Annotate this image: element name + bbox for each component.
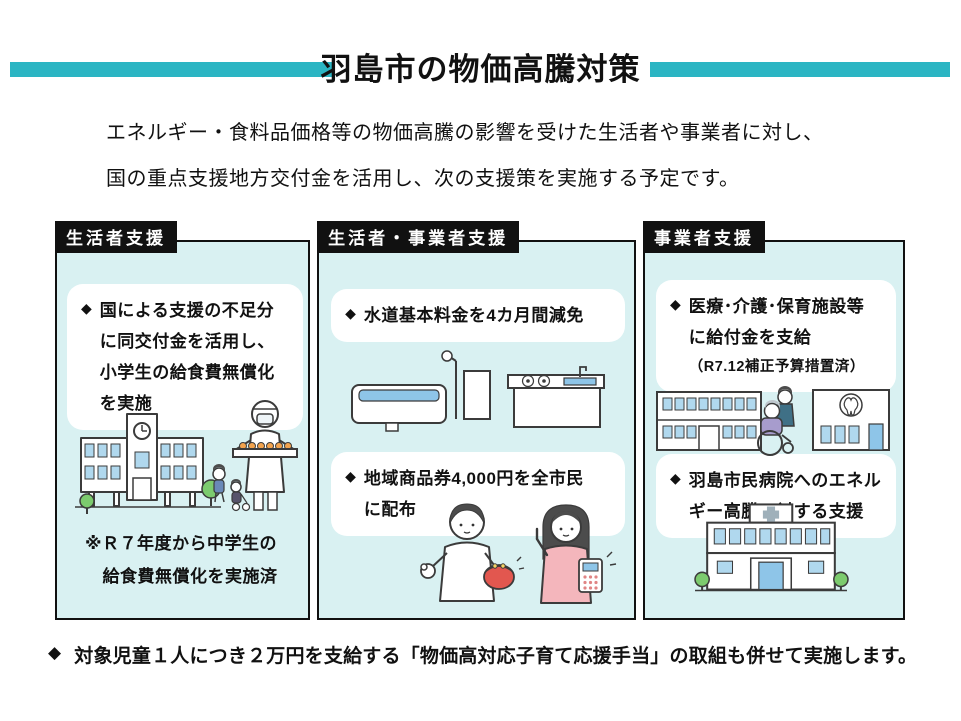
page-title: 羽島市の物価高騰対策 (320, 52, 641, 87)
bathtub-icon (351, 350, 492, 432)
intro-line-2: 国の重点支援地方交付金を活用し、次の支援策を実施する予定です。 (106, 168, 740, 190)
wheelchair-user-icon (756, 386, 795, 456)
intro-line-1: エネルギー・食料品価格等の物価高騰の影響を受けた生活者や事業者に対し、 (106, 122, 824, 144)
diamond-bullet-icon: ◆ (669, 470, 681, 486)
citizens-illustration (420, 503, 617, 604)
title-accent-bar-left (10, 62, 333, 77)
bullet-card-water-fee: ◆ 水道基本料金を4カ月間減免 (331, 289, 626, 342)
care-facilities-illustration (655, 386, 890, 456)
panel-business-support-label: 事業者支援 (642, 221, 765, 253)
footer-text: 対象児童１人につき２万円を支給する「物価高対応子育て応援手当」の取組も併せて実施… (74, 646, 918, 667)
children-icon (212, 464, 251, 512)
panel-resident-business-support: 生活者・事業者支援 ◆ 水道基本料金を4カ月間減免 (317, 221, 636, 620)
panel-resident-business-support-label: 生活者・事業者支援 (317, 221, 520, 253)
care-building-icon (655, 391, 762, 451)
footer-note: ◆ 対象児童１人につき２万円を支給する「物価高対応子育て応援手当」の取組も併せて… (48, 641, 938, 668)
diamond-bullet-icon: ◆ (48, 643, 62, 662)
note-junior-high-lunch: ※Ｒ７年度から中学生の 給食費無償化を実施済 (85, 534, 278, 586)
tree-icon (694, 571, 849, 591)
bullet-text-facility-grants: 医療･介護･保育施設等 に給付金を支給 (688, 297, 865, 347)
bullet-card-facility-grants: ◆ 医療･介護･保育施設等 に給付金を支給 （R7.12補正予算措置済） (655, 280, 896, 392)
hospital-illustration (694, 503, 849, 592)
diamond-bullet-icon: ◆ (345, 468, 356, 484)
kitchen-icon (507, 366, 606, 428)
bullet-card-school-lunch: ◆ 国による支援の不足分 に同交付金を活用し、 小学生の給食費無償化 を実施 (67, 284, 303, 430)
title-accent-bar-right (650, 62, 950, 77)
lunch-staff-icon (232, 400, 298, 511)
panel-business-support: 事業者支援 ◆ 医療･介護･保育施設等 に給付金を支給 （R7.12補正予算措置… (642, 221, 905, 620)
bullet-text-vouchers: 地域商品券4,000円を全市民 に配布 (363, 469, 584, 519)
hospital-building-icon (706, 503, 836, 591)
support-panels: 生活者支援 ◆ 国による支援の不足分 に同交付金を活用し、 小学生の給食費無償化… (55, 221, 905, 620)
bullet-text-school-lunch: 国による支援の不足分 に同交付金を活用し、 小学生の給食費無償化 を実施 (99, 301, 275, 413)
man-with-purse-icon (420, 503, 525, 602)
diamond-bullet-icon: ◆ (669, 296, 681, 312)
woman-with-calculator-icon (535, 504, 617, 604)
school-lunch-illustration (75, 400, 298, 514)
panel-resident-support: 生活者支援 ◆ 国による支援の不足分 に同交付金を活用し、 小学生の給食費無償化… (55, 221, 311, 620)
dental-clinic-icon (811, 389, 890, 451)
diamond-bullet-icon: ◆ (81, 300, 92, 316)
bathtub-kitchen-illustration (351, 350, 606, 432)
bullet-subtext-budget-note: （R7.12補正予算措置済） (688, 359, 865, 375)
intro-paragraph: エネルギー・食料品価格等の物価高騰の影響を受けた生活者や事業者に対し、 国の重点… (106, 110, 824, 202)
diamond-bullet-icon: ◆ (345, 305, 356, 321)
panel-resident-support-label: 生活者支援 (55, 221, 177, 253)
bullet-text-water-fee: 水道基本料金を4カ月間減免 (363, 306, 584, 325)
